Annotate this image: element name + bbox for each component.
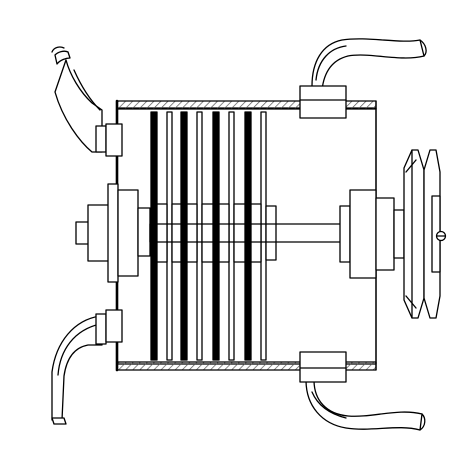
hose-bottom-left — [51, 313, 107, 425]
disc-hubs — [153, 203, 277, 263]
hose-bottom-right — [305, 379, 426, 431]
left-bearing-hub — [75, 183, 151, 283]
hose-top-right — [311, 38, 427, 91]
right-bearing-hub — [339, 189, 405, 279]
port-fittings — [105, 85, 347, 383]
hose-top-left — [51, 46, 107, 153]
pulley — [403, 149, 447, 319]
